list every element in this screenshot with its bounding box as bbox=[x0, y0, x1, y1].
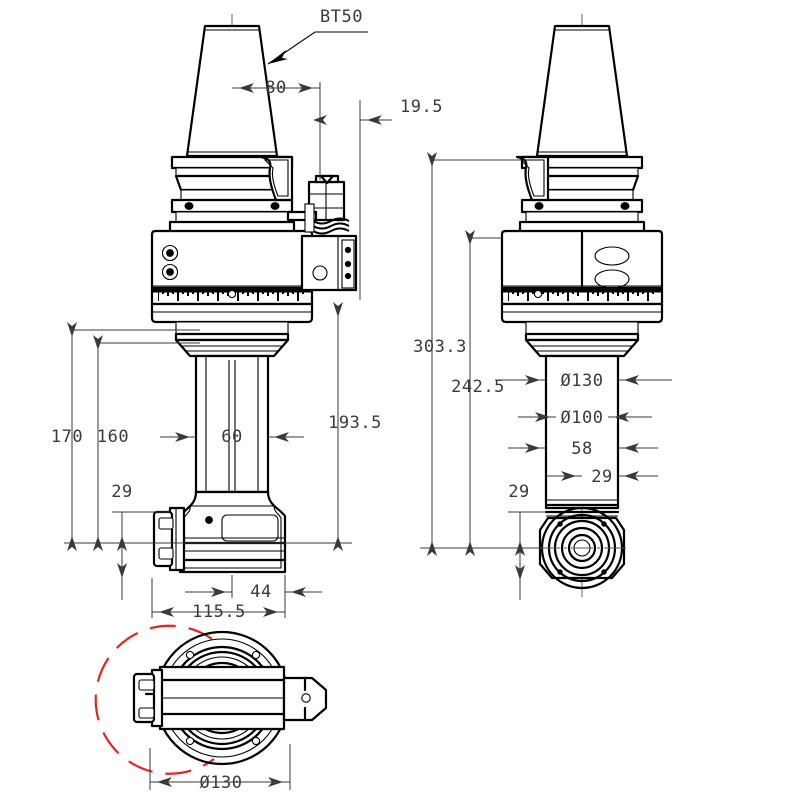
v-flange-assembly-side bbox=[515, 155, 646, 234]
graduated-scale-band bbox=[150, 286, 314, 306]
scale-ticks-side bbox=[508, 288, 654, 301]
dim-29-side-vertical-text: 29 bbox=[508, 482, 529, 502]
dim-115-5-text: 115.5 bbox=[192, 602, 246, 622]
spring-coil bbox=[312, 217, 350, 235]
bt50-taper-shank-side bbox=[535, 24, 629, 158]
bottom-view: Ø130 bbox=[94, 624, 328, 793]
main-body-housing-side bbox=[500, 229, 664, 290]
side-view-dimensions: 303.3 242.5 29 bbox=[413, 152, 672, 600]
spindle-neck-transition bbox=[174, 338, 290, 358]
dim-44: 44 bbox=[185, 575, 322, 602]
dim-160-text: 160 bbox=[97, 427, 129, 447]
dim-44-text: 44 bbox=[250, 582, 271, 602]
dim-303-3-text: 303.3 bbox=[413, 337, 467, 357]
rotation-arc-indicator bbox=[94, 624, 215, 775]
dim-115-5: 115.5 bbox=[151, 578, 286, 622]
front-view: 80 19.5 170 bbox=[51, 7, 443, 622]
spindle-housing-bottom bbox=[158, 665, 286, 731]
dim-dia130-side-text: Ø130 bbox=[561, 371, 604, 391]
dim-60: 60 bbox=[160, 427, 304, 447]
main-body-housing bbox=[150, 229, 314, 290]
dim-29-left: 29 bbox=[111, 482, 170, 600]
stop-block-bottom bbox=[282, 676, 328, 722]
output-spindle-interface bbox=[152, 506, 186, 572]
dim-60-text: 60 bbox=[221, 427, 242, 447]
bt50-callout-text: BT50 bbox=[320, 7, 363, 27]
dim-58-side: 58 bbox=[508, 439, 658, 459]
dim-19-5: 19.5 bbox=[359, 97, 443, 300]
dim-19-5-text: 19.5 bbox=[400, 97, 443, 117]
bt50-callout: BT50 bbox=[267, 7, 368, 65]
dim-242-5-text: 242.5 bbox=[451, 377, 505, 397]
dim-80: 80 bbox=[232, 78, 321, 180]
dim-dia100-side-text: Ø100 bbox=[561, 408, 604, 428]
spindle-end-face bbox=[538, 506, 626, 590]
dim-29-side-horizontal: 29 bbox=[546, 467, 658, 487]
dim-29-left-text: 29 bbox=[111, 482, 132, 502]
dim-dia130-side: Ø130 bbox=[495, 371, 672, 391]
tool-interface-bottom bbox=[132, 668, 164, 728]
lower-collar-rings-side bbox=[500, 302, 664, 342]
dim-80-text: 80 bbox=[265, 78, 286, 98]
bt50-taper-shank bbox=[185, 24, 279, 158]
v-flange-assembly bbox=[168, 155, 296, 234]
dim-stopblock-tick bbox=[313, 115, 327, 125]
dim-193-5: 193.5 bbox=[328, 302, 382, 551]
dim-170: 170 bbox=[51, 322, 200, 551]
angle-head-housing bbox=[178, 490, 287, 574]
dim-193-5-text: 193.5 bbox=[328, 413, 382, 433]
dim-dia100-side: Ø100 bbox=[518, 408, 652, 428]
dim-58-side-text: 58 bbox=[571, 439, 592, 459]
dim-303-3: 303.3 bbox=[413, 152, 520, 556]
dim-29-side-vertical: 29 bbox=[508, 482, 546, 600]
lower-collar-rings bbox=[150, 302, 314, 342]
graduated-scale-band-side bbox=[500, 286, 664, 306]
front-view-dimensions: 80 19.5 170 bbox=[51, 78, 443, 622]
scale-ticks bbox=[158, 288, 304, 301]
side-view: 303.3 242.5 29 bbox=[413, 14, 672, 600]
dim-170-text: 170 bbox=[51, 427, 83, 447]
stop-block-assembly bbox=[286, 174, 358, 292]
dim-dia130-bottom-text: Ø130 bbox=[200, 773, 243, 793]
spindle-body-transition-side bbox=[524, 338, 640, 358]
cylindrical-body-side bbox=[544, 354, 620, 517]
dim-29-side-horizontal-text: 29 bbox=[591, 467, 612, 487]
dim-242-5: 242.5 bbox=[451, 230, 505, 556]
dim-dia130-bottom: Ø130 bbox=[149, 744, 291, 793]
